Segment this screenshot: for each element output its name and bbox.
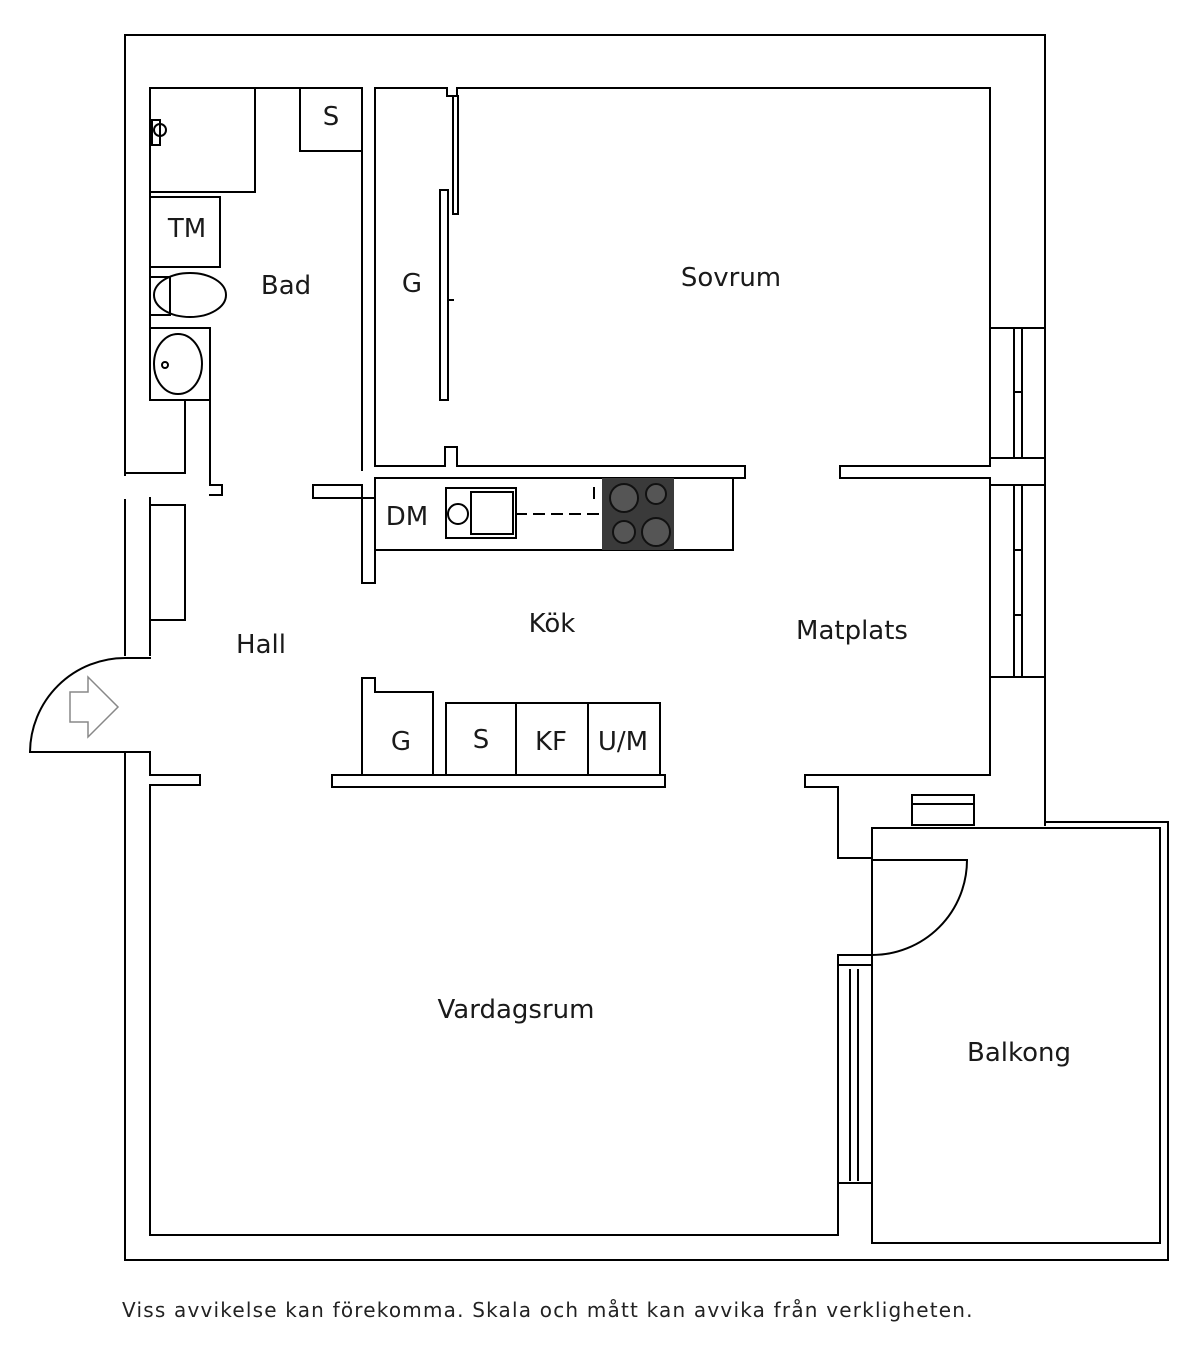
entrance-door	[28, 656, 151, 754]
kitchen-cabinets	[331, 677, 666, 788]
windows-right	[989, 327, 1046, 678]
room-label-vardagsrum: Vardagsrum	[438, 995, 595, 1025]
room-label-sovrum: Sovrum	[681, 263, 781, 293]
floor-plan: Bad Sovrum Hall Kök Matplats Vardagsrum …	[28, 34, 1169, 1261]
bathroom-walls	[149, 87, 376, 584]
fixture-label-bad-storage: S	[323, 102, 340, 132]
hob	[602, 478, 674, 550]
kitchen-counter	[374, 477, 734, 551]
fixture-label-dishwasher: DM	[386, 502, 428, 532]
room-label-matplats: Matplats	[796, 616, 908, 646]
fixture-label-oven-microwave: U/M	[598, 727, 648, 757]
balcony	[837, 794, 1161, 1244]
fixture-label-fridge-freezer: KF	[535, 727, 567, 757]
room-label-kok: Kök	[529, 609, 576, 639]
disclaimer-text: Viss avvikelse kan förekomma. Skala och …	[122, 1298, 974, 1322]
bedroom-walls	[374, 87, 991, 859]
fixture-label-kitchen-storage: S	[473, 725, 490, 755]
room-label-hall: Hall	[236, 630, 286, 660]
fixture-label-bedroom-wardrobe: G	[402, 269, 422, 299]
room-label-bad: Bad	[261, 271, 311, 301]
room-label-balkong: Balkong	[967, 1038, 1071, 1068]
fixture-label-dryer: TM	[167, 214, 206, 244]
fixture-label-kitchen-wardrobe: G	[391, 727, 411, 757]
